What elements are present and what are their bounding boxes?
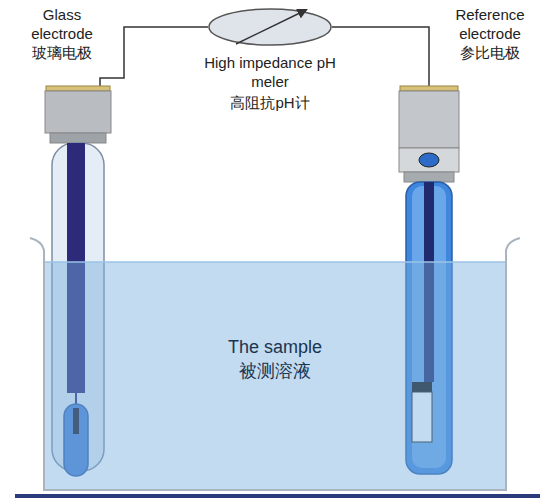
reference-electrode: Reference electrode参比电极 <box>396 86 462 478</box>
wire <box>332 27 429 86</box>
node-label: The sample <box>170 336 380 359</box>
wire <box>100 27 208 86</box>
bench-line <box>15 494 540 498</box>
reference-electrode-shape <box>396 86 462 478</box>
glass-electrode-shape <box>40 86 118 478</box>
node-label: 参比电极 <box>442 44 538 63</box>
ph-meter: High impedance pH meler高阻抗pH计 <box>208 8 332 46</box>
sample-beaker: The sample被测溶液 <box>30 232 520 497</box>
glass-electrode: Glass electrode玻璃电极 <box>40 86 118 478</box>
ph-meter-shape <box>208 8 332 46</box>
node-label: Glass electrode <box>22 6 102 44</box>
node-label: 玻璃电极 <box>22 44 102 63</box>
node-label: 被测溶液 <box>170 360 380 383</box>
node-label: High impedance pH meler <box>200 54 340 92</box>
node-label: 高阻抗pH计 <box>200 94 340 113</box>
node-label: Reference electrode <box>442 6 538 44</box>
